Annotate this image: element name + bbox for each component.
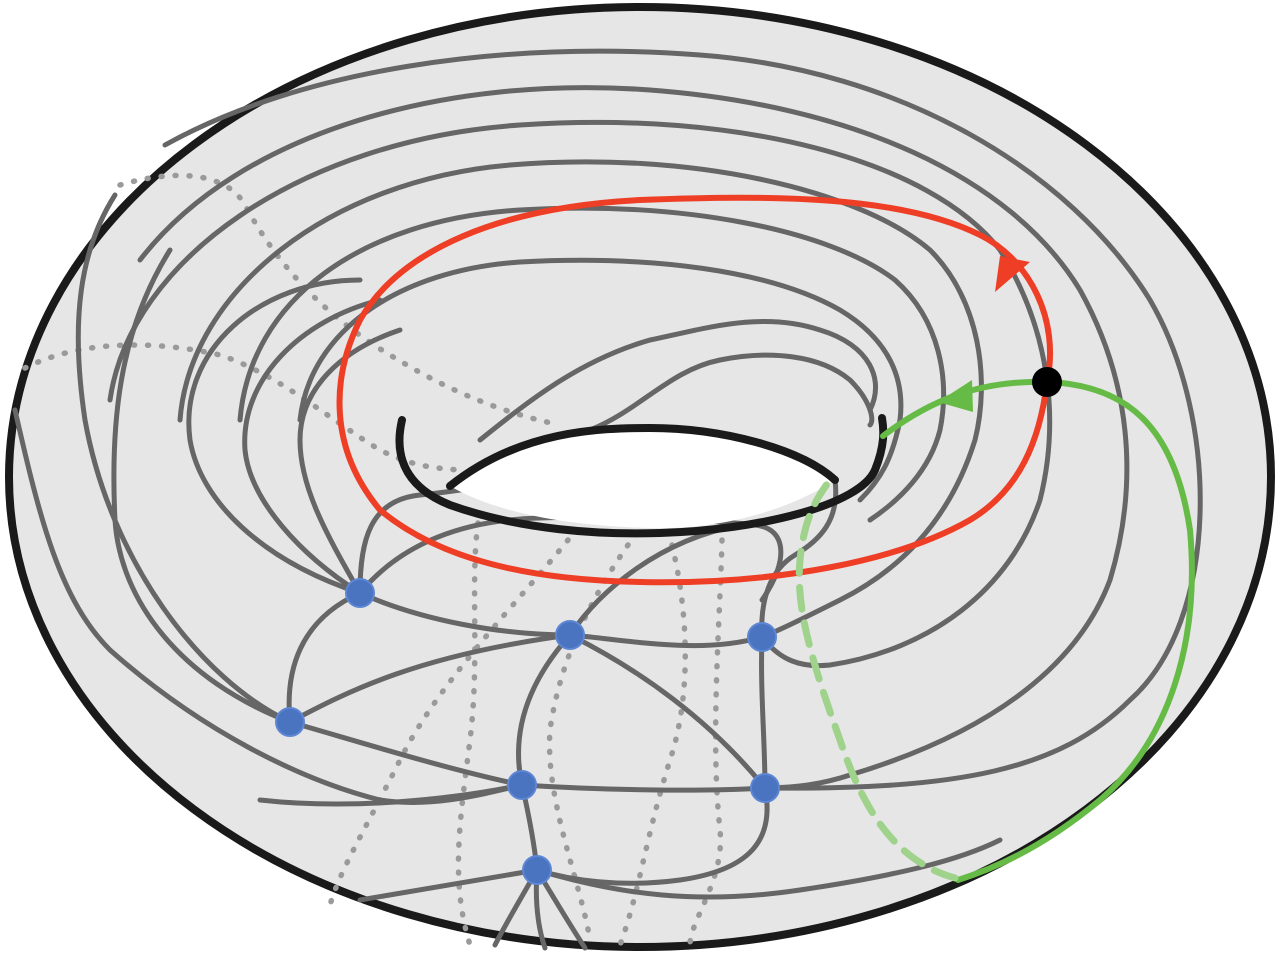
graph-edge [567,632,768,791]
green-loop-visible-arc [880,378,1195,883]
graph-vertex [345,578,375,608]
basepoint [1032,367,1062,397]
graph-edge [297,327,403,596]
graph-edge [534,837,1003,900]
graph-edge [587,352,875,433]
graph-edge [186,277,363,596]
graph-vertex [747,622,777,652]
graph-edge [12,407,525,805]
graph-edge [297,257,904,503]
graph-edge [242,297,383,596]
hidden-edge [117,172,563,428]
graph-edge [137,85,1130,791]
torus-hole [395,414,888,538]
graph-edge [162,48,1203,791]
graph-edge [759,634,768,791]
graph-edge [237,205,947,523]
graph-vertex [507,770,537,800]
graph-edge [287,719,525,788]
graph-edge [759,477,839,640]
torus-hole-top-edge [446,423,839,490]
red-loop [336,194,1054,586]
graph-edge [257,782,525,807]
graph-edge [534,785,770,886]
red-loop-arrow [995,256,1030,292]
graph-vertex [275,707,305,737]
graph-edge [286,590,363,725]
graph-edge [177,159,984,640]
graph-vertices [275,578,780,885]
torus-hole-bottom-edge [395,414,888,538]
hidden-edge [327,537,571,908]
graph-edge [111,247,293,725]
green-loop-arrow [938,380,973,412]
graph-edge [287,632,573,725]
torus-hole-fill [450,428,835,529]
graph-vertex [555,620,585,650]
hidden-edge [22,342,463,473]
graph-vertex [522,855,552,885]
hidden-edge [617,542,688,948]
graph-edge [357,590,573,638]
graph-edge [567,632,765,649]
graph-edge [516,632,573,788]
hidden-edge [687,537,725,948]
graph-vertex [750,773,780,803]
red-loop-curve [336,194,1054,586]
green-loop [795,378,1195,883]
graph-edge [357,867,540,903]
green-loop-hidden-arc [795,476,959,882]
graph-edge [519,782,768,793]
graph-edge [75,192,293,725]
graph-edge [477,318,879,443]
